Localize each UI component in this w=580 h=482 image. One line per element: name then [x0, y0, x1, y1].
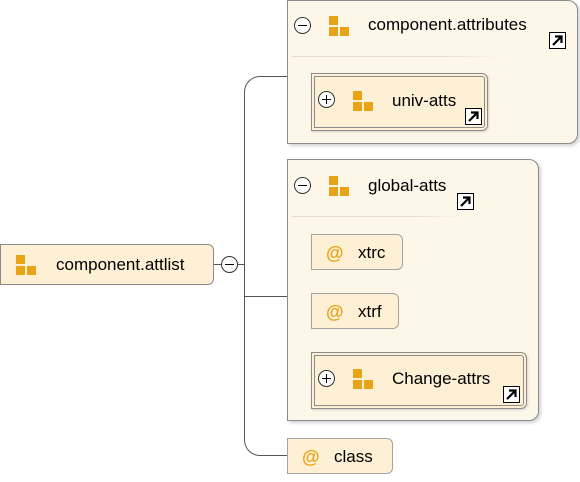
attribute-icon: @ — [302, 447, 320, 467]
connector-root-to-toggle — [213, 264, 221, 265]
reference-arrow-icon[interactable] — [457, 193, 474, 210]
root-element-box[interactable]: component.attlist — [0, 244, 214, 285]
element-ref-change-attrs[interactable]: Change-attrs — [311, 352, 527, 409]
collapse-icon[interactable] — [221, 256, 238, 273]
collapse-icon[interactable] — [294, 17, 311, 34]
group-title: global-atts — [368, 176, 447, 195]
attribute-xtrc[interactable]: @ xtrc — [311, 234, 403, 270]
reference-arrow-icon[interactable] — [549, 32, 566, 49]
attribute-icon: @ — [326, 243, 344, 263]
attribute-group-icon — [329, 16, 351, 38]
connector-trunk-bottom — [244, 420, 288, 456]
element-ref-univ-atts[interactable]: univ-atts — [311, 73, 488, 131]
connector-to-global-atts — [244, 296, 287, 297]
attribute-xtrf[interactable]: @ xtrf — [311, 293, 399, 329]
group-title: component.attributes — [368, 15, 527, 34]
connector-trunk-top — [244, 76, 288, 116]
attribute-group-icon — [16, 255, 38, 277]
reference-arrow-icon[interactable] — [503, 386, 520, 403]
expand-icon[interactable] — [318, 91, 335, 108]
attribute-label: xtrc — [358, 243, 386, 262]
connector-toggle-to-trunk — [238, 264, 245, 265]
connector-trunk — [244, 115, 245, 421]
attribute-label: class — [334, 447, 373, 466]
attribute-icon: @ — [326, 302, 344, 322]
group-divider — [292, 216, 462, 217]
element-ref-label: univ-atts — [392, 91, 457, 110]
group-global-atts: global-atts @ xtrc @ xtrf Change-attrs — [287, 159, 539, 421]
expand-icon[interactable] — [318, 370, 335, 387]
attribute-class[interactable]: @ class — [287, 438, 393, 474]
attribute-group-icon — [353, 369, 375, 391]
collapse-icon[interactable] — [294, 177, 311, 194]
attribute-label: xtrf — [358, 302, 382, 321]
attribute-group-icon — [353, 91, 375, 113]
reference-arrow-icon[interactable] — [465, 108, 482, 125]
attribute-group-icon — [329, 176, 351, 198]
root-element-label: component.attlist — [56, 255, 185, 274]
element-ref-label: Change-attrs — [392, 369, 491, 388]
group-divider — [292, 56, 502, 57]
group-component-attributes: component.attributes univ-atts — [287, 0, 578, 144]
